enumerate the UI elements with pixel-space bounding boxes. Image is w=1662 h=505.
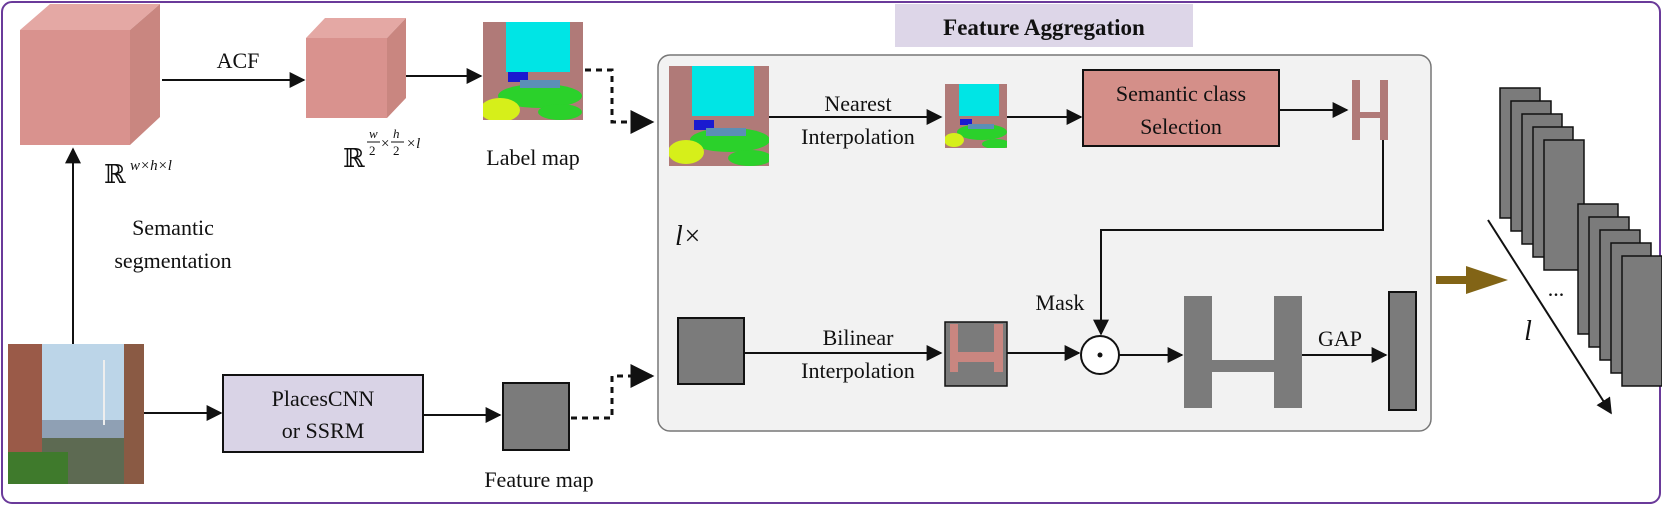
svg-text:×l: ×l	[406, 136, 420, 152]
masked-feature-map	[1184, 296, 1302, 408]
panel-feature-map-block	[677, 317, 745, 385]
dotted-connector-top	[585, 68, 655, 134]
svg-text:w×h×l: w×h×l	[130, 158, 172, 174]
nearest-line2: Interpolation	[801, 124, 915, 149]
svg-text:2: 2	[393, 143, 400, 158]
panel-label-map-image	[669, 66, 769, 166]
semantic-label-line2: segmentation	[114, 248, 231, 273]
svg-text:w: w	[369, 126, 378, 141]
selection-line2: Selection	[1140, 114, 1222, 139]
stack-direction-arrow	[1487, 219, 1612, 415]
svg-text:ℝ: ℝ	[104, 160, 126, 189]
acf-label: ACF	[217, 48, 260, 73]
hadamard-product-icon	[1080, 335, 1120, 375]
full-dimension-label: ℝ w×h×l	[104, 158, 172, 189]
selected-class-mask	[1352, 80, 1388, 140]
semantic-class-selection-box	[1082, 69, 1280, 147]
selection-line1: Semantic class	[1116, 81, 1246, 106]
feature-map-block	[502, 382, 570, 451]
bilinear-line1: Bilinear	[823, 325, 895, 350]
placescnn-line1: PlacesCNN	[272, 386, 375, 411]
downsampled-label-map	[945, 84, 1007, 148]
placescnn-box	[222, 374, 424, 453]
title: Feature Aggregation	[943, 15, 1145, 40]
mask-path-arrow	[1093, 140, 1384, 336]
feature-aggregation-panel	[657, 54, 1432, 432]
svg-text:×: ×	[381, 136, 389, 152]
label-map-image	[483, 22, 583, 120]
svg-text:ℝ: ℝ	[343, 144, 365, 173]
nearest-line1: Nearest	[824, 91, 891, 116]
repeat-label: l×	[675, 221, 702, 252]
gap-label: GAP	[1318, 326, 1362, 351]
stack-count-label: l	[1524, 316, 1532, 347]
half-resolution-cube	[306, 18, 406, 118]
title-background	[895, 4, 1193, 47]
label-map-caption: Label map	[486, 145, 579, 170]
placescnn-line2: or SSRM	[282, 418, 365, 443]
upsampled-feature-map	[944, 321, 1008, 387]
semantic-label-line1: Semantic	[132, 215, 214, 240]
svg-text:h: h	[393, 126, 400, 141]
half-dimension-label: ℝ w 2 × h 2 ×l	[343, 126, 420, 173]
output-arrow-icon	[1436, 266, 1508, 294]
dotted-connector-bottom	[571, 364, 655, 420]
pooled-vector	[1388, 291, 1417, 411]
input-photo	[8, 344, 144, 484]
mask-label: Mask	[1036, 290, 1085, 315]
feature-map-caption: Feature map	[484, 467, 593, 492]
svg-text:2: 2	[369, 143, 376, 158]
stack-ellipsis: ...	[1548, 276, 1565, 301]
bilinear-line2: Interpolation	[801, 358, 915, 383]
full-resolution-cube	[20, 4, 160, 145]
output-stack	[1499, 87, 1662, 387]
